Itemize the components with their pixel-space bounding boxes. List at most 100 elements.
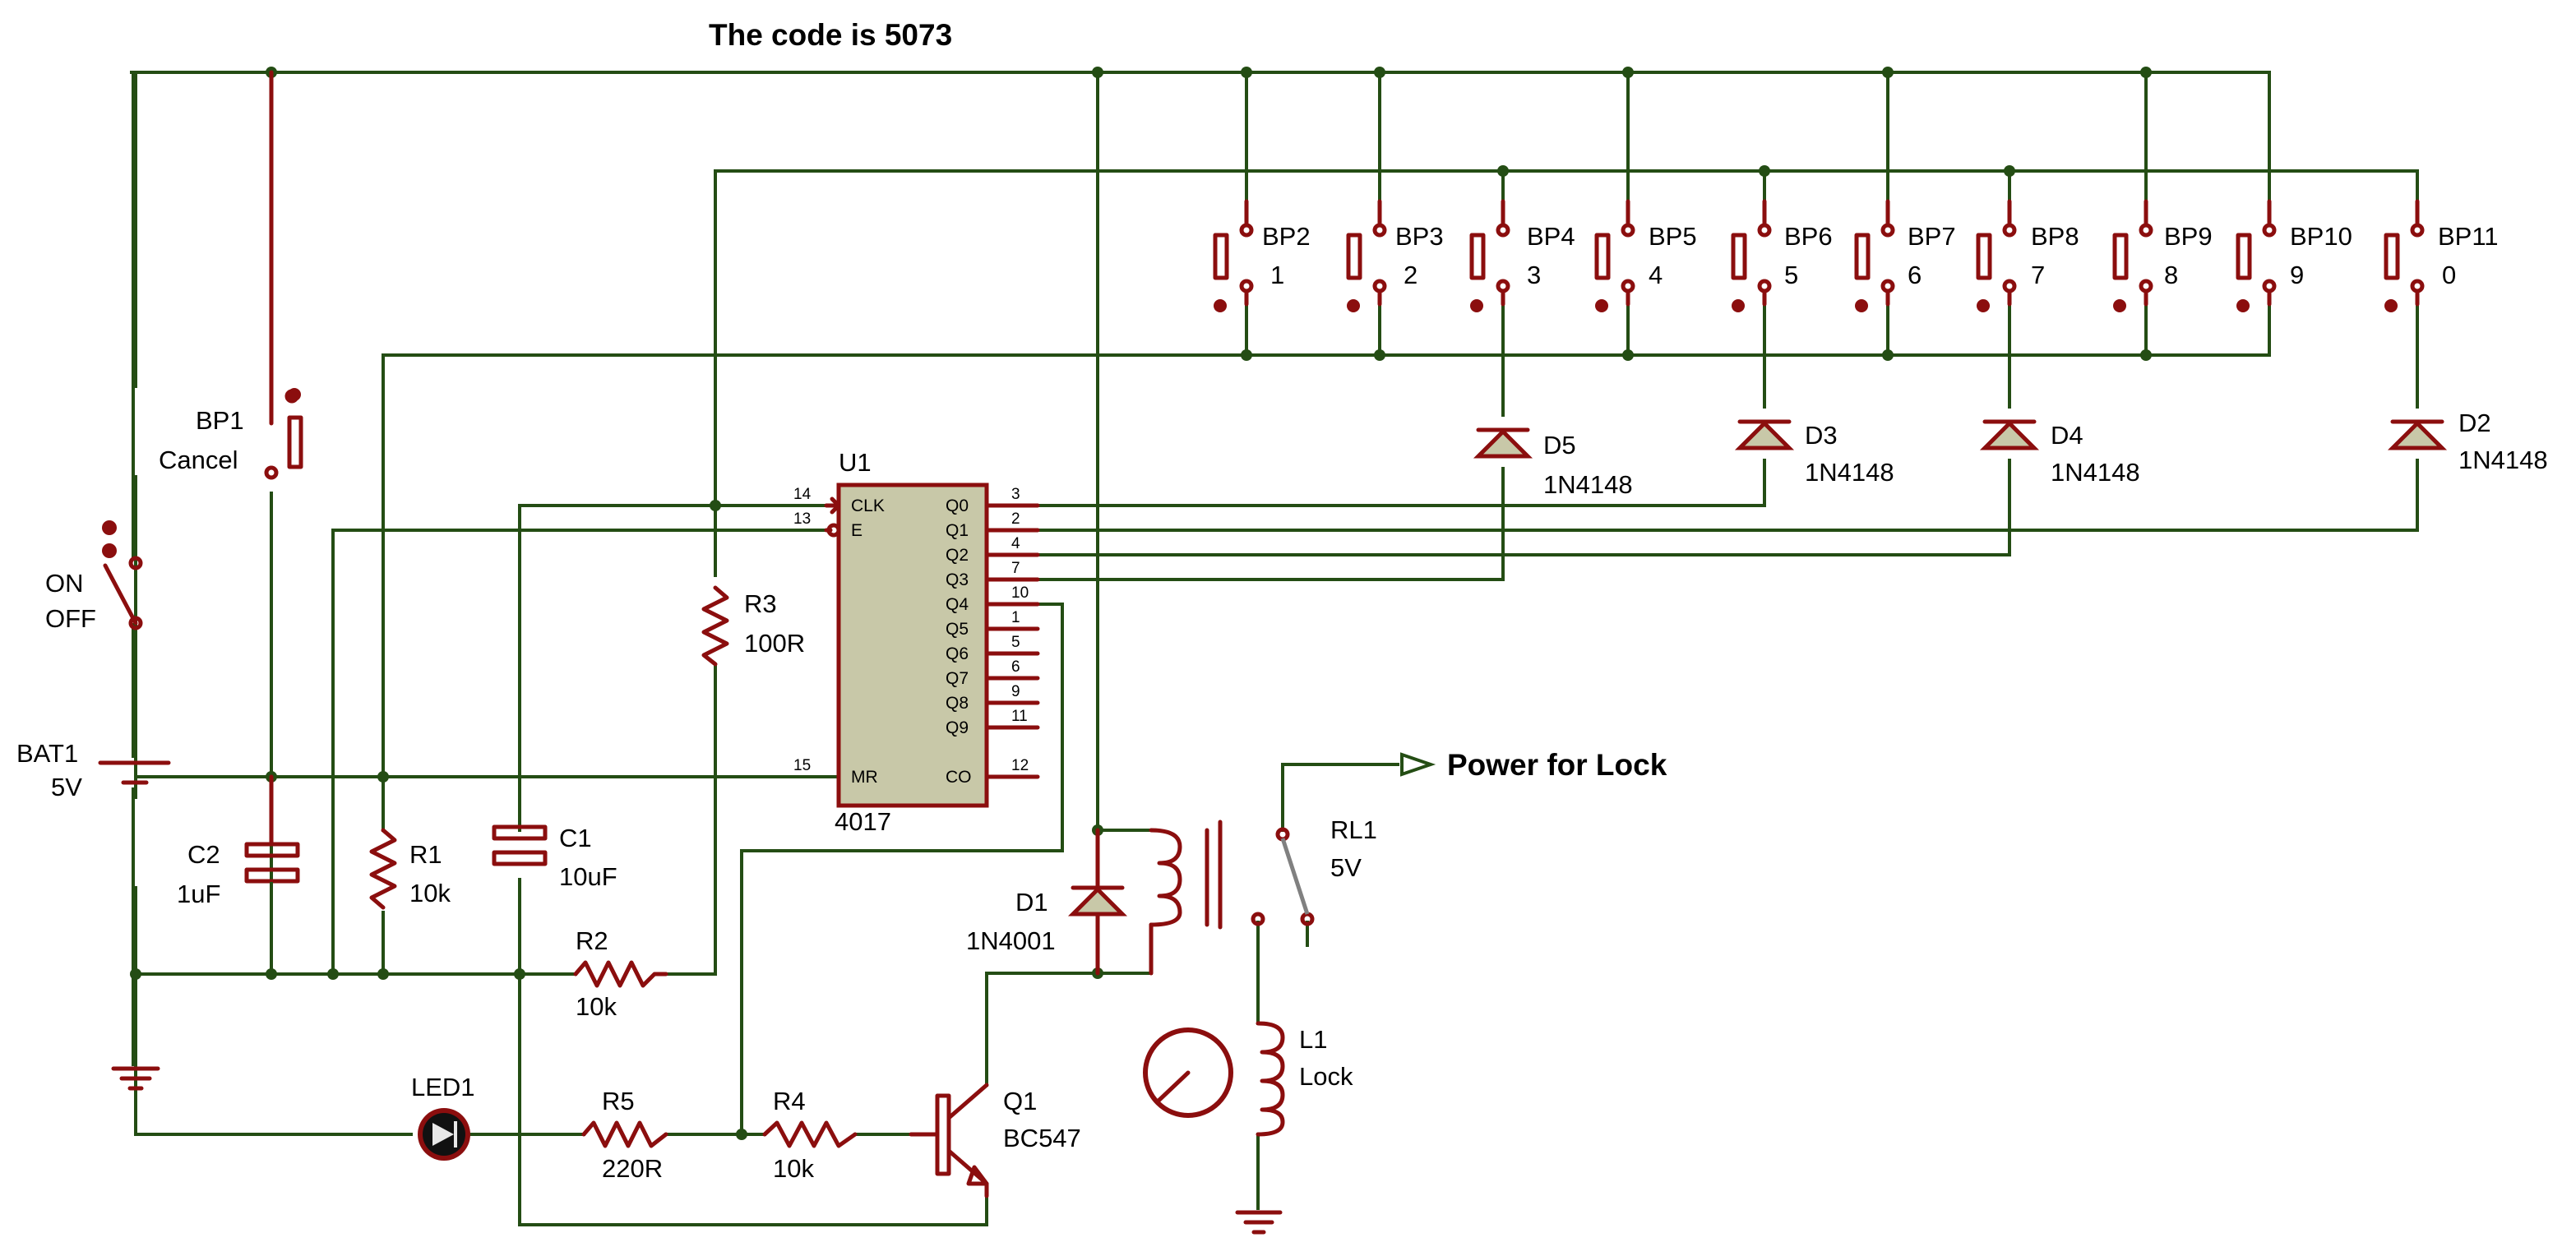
relay-value: 5V	[1330, 853, 1362, 882]
d1-value: 1N4001	[966, 926, 1056, 955]
diode-d1: D1 1N4001	[966, 828, 1128, 976]
key-ref: BP11	[2438, 222, 2499, 251]
resistor-r1: R1 10k	[369, 828, 451, 910]
pin-num-15: 15	[793, 757, 811, 774]
power-for-lock-label: Power for Lock	[1447, 748, 1667, 782]
lock-l1: L1 Lock	[1143, 1021, 1353, 1137]
key-digit: 1	[1270, 261, 1284, 289]
transistor-q1: Q1 BC547	[909, 1083, 1081, 1198]
key-digit: 3	[1527, 261, 1541, 289]
diode-d5: D5 1N4148	[1473, 427, 1633, 499]
ground-left-icon	[111, 1066, 160, 1091]
r3-value: 100R	[744, 629, 805, 658]
cancel-button-bp1[interactable]: BP1 Cancel	[159, 70, 303, 976]
pin-num-3: 3	[1011, 486, 1020, 503]
key-digit: 0	[2442, 261, 2456, 289]
capacitor-c2: C2 1uF	[177, 774, 300, 976]
chip-part: 4017	[835, 807, 891, 836]
d2-ref: D2	[2458, 409, 2491, 437]
keypad-button-bp7[interactable]: BP7 6	[1854, 199, 1956, 312]
r1-ref: R1	[409, 840, 442, 869]
resistor-r3: R3 100R	[701, 585, 805, 667]
keypad-button-bp2[interactable]: BP2 1	[1213, 199, 1311, 312]
diagram-title: The code is 5073	[709, 18, 952, 52]
key-ref: BP9	[2164, 222, 2213, 251]
pin-name-q9: Q9	[946, 718, 969, 737]
junction-dots	[130, 67, 2152, 1140]
diode-d4: D4 1N4148	[1979, 419, 2140, 487]
lock-ref: L1	[1299, 1025, 1327, 1054]
key-ref: BP7	[1908, 222, 1956, 251]
led-ref: LED1	[411, 1073, 475, 1101]
r2-ref: R2	[576, 926, 608, 955]
on-off-switch[interactable]: ON OFF	[45, 71, 143, 633]
d2-value: 1N4148	[2458, 446, 2548, 474]
key-ref: BP2	[1262, 222, 1311, 251]
pin-name-q2: Q2	[946, 546, 969, 565]
pin-name-q0: Q0	[946, 496, 969, 515]
diode-d3: D3 1N4148	[1734, 419, 1894, 487]
chip-ref: U1	[839, 448, 872, 477]
pin-num-11: 11	[1011, 708, 1028, 725]
q1-ref: Q1	[1003, 1087, 1037, 1115]
key-ref: BP10	[2290, 222, 2352, 251]
pin-name-e: E	[851, 521, 863, 540]
pin-num-5: 5	[1011, 634, 1020, 651]
r2-value: 10k	[576, 992, 617, 1021]
r1-value: 10k	[409, 879, 451, 907]
relay-rl1: RL1 5V	[1149, 815, 1377, 976]
pin-num-13: 13	[793, 510, 811, 528]
chip-u1-4017: U1 4017 14 CLK 13 E 15 MR Q0 3 Q1 2	[793, 448, 1040, 836]
bp1-value: Cancel	[159, 446, 238, 474]
pin-num-6: 6	[1011, 658, 1020, 676]
diode-d2: D2 1N4148	[2387, 409, 2548, 474]
resistor-r2: R2 10k	[573, 926, 668, 1021]
keypad-button-bp9[interactable]: BP9 8	[2112, 199, 2213, 312]
keypad-button-bp6[interactable]: BP6 5	[1731, 199, 1833, 312]
pin-num-7: 7	[1011, 560, 1020, 577]
led-led1: LED1	[411, 1073, 475, 1161]
pin-name-q8: Q8	[946, 694, 969, 713]
chip-right-pins: Q0 3 Q1 2 Q2 4 Q3 7 Q4 10 Q5 1 Q6 5 Q7 6…	[946, 486, 1040, 787]
key-digit: 8	[2164, 261, 2178, 289]
wires	[130, 71, 2419, 1226]
c1-ref: C1	[559, 824, 592, 852]
key-digit: 5	[1784, 261, 1798, 289]
key-ref: BP5	[1649, 222, 1697, 251]
pin-name-q3: Q3	[946, 570, 969, 589]
r4-value: 10k	[773, 1154, 814, 1183]
pin-num-12: 12	[1011, 757, 1029, 774]
keypad-button-bp4[interactable]: BP4 3	[1469, 199, 1575, 312]
r5-ref: R5	[602, 1087, 635, 1115]
key-digit: 7	[2031, 261, 2045, 289]
power-for-lock-terminal: Power for Lock	[1400, 748, 1667, 782]
pin-num-1: 1	[1011, 609, 1020, 626]
pin-name-q6: Q6	[946, 644, 969, 663]
d4-value: 1N4148	[2051, 458, 2140, 487]
pin-num-14: 14	[793, 486, 812, 503]
c2-ref: C2	[187, 840, 220, 869]
pin-name-q7: Q7	[946, 669, 969, 688]
keypad-button-bp5[interactable]: BP5 4	[1594, 199, 1697, 312]
keypad-button-bp3[interactable]: BP3 2	[1346, 199, 1444, 312]
pin-num-9: 9	[1011, 683, 1020, 700]
key-digit: 6	[1908, 261, 1922, 289]
d3-value: 1N4148	[1805, 458, 1894, 487]
pin-name-q5: Q5	[946, 620, 969, 639]
key-digit: 2	[1404, 261, 1417, 289]
keypad-button-bp10[interactable]: BP10 9	[2236, 199, 2352, 312]
battery-bat1: BAT1 5V	[16, 739, 171, 801]
keypad-button-bp11[interactable]: BP11 0	[2384, 199, 2499, 312]
d3-ref: D3	[1805, 421, 1838, 450]
key-digit: 9	[2290, 261, 2304, 289]
pin-name-mr: MR	[851, 768, 878, 787]
d4-ref: D4	[2051, 421, 2083, 450]
keypad-button-bp8[interactable]: BP8 7	[1976, 199, 2079, 312]
relay-ref: RL1	[1330, 815, 1377, 844]
pin-name-q4: Q4	[946, 595, 969, 614]
d1-ref: D1	[1015, 888, 1048, 917]
key-ref: BP4	[1527, 222, 1575, 251]
r5-value: 220R	[602, 1154, 663, 1183]
pin-num-2: 2	[1011, 510, 1020, 528]
